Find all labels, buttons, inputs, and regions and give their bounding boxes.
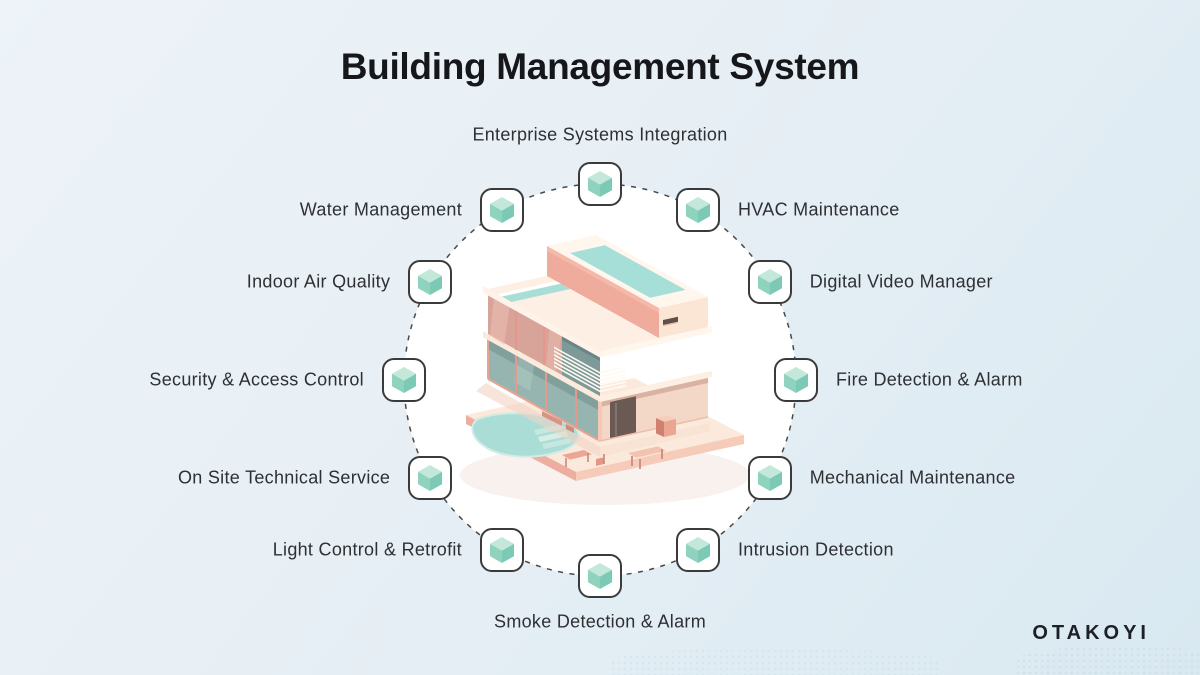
label-light-control-retrofit: Light Control & Retrofit [272, 539, 462, 560]
badge-enterprise-systems-integration [578, 162, 622, 206]
badge-smoke-detection-alarm [578, 554, 622, 598]
halftone-dots-decoration [1015, 646, 1200, 675]
cube-icon [490, 197, 514, 224]
badge-hvac-maintenance [676, 188, 720, 233]
label-water-management: Water Management [299, 199, 462, 220]
label-intrusion-detection: Intrusion Detection [738, 539, 894, 560]
badge-security-access-control [382, 358, 426, 402]
badge-on-site-technical-service [408, 456, 453, 500]
badge-mechanical-maintenance [747, 456, 792, 500]
label-security-access-control: Security & Access Control [149, 369, 364, 390]
halftone-dots-decoration [610, 648, 940, 675]
cube-icon [490, 536, 514, 563]
label-enterprise-systems-integration: Enterprise Systems Integration [472, 124, 728, 145]
cube-icon [757, 269, 782, 295]
badge-water-management [480, 188, 524, 233]
page-title: Building Management System [340, 46, 860, 87]
isometric-house-illustration [460, 235, 750, 505]
brand-logo: OTAKOYI [1032, 622, 1150, 644]
label-on-site-technical-service: On Site Technical Service [177, 467, 391, 488]
cube-icon [757, 465, 782, 491]
badge-fire-detection-alarm [774, 358, 818, 402]
badge-intrusion-detection [676, 527, 720, 572]
label-digital-video-manager: Digital Video Manager [809, 271, 993, 292]
cube-icon [418, 269, 443, 295]
badge-indoor-air-quality [408, 260, 453, 304]
label-hvac-maintenance: HVAC Maintenance [738, 199, 900, 220]
cube-icon [686, 197, 710, 224]
label-mechanical-maintenance: Mechanical Maintenance [809, 467, 1016, 488]
cube-icon [588, 171, 612, 197]
badge-digital-video-manager [747, 260, 792, 304]
cube-icon [418, 465, 443, 491]
cube-icon [686, 536, 710, 563]
label-smoke-detection-alarm: Smoke Detection & Alarm [494, 611, 706, 632]
cube-icon [588, 563, 612, 589]
badge-light-control-retrofit [480, 527, 524, 572]
cube-icon [784, 367, 808, 393]
label-indoor-air-quality: Indoor Air Quality [246, 271, 391, 292]
cube-icon [392, 367, 416, 393]
label-fire-detection-alarm: Fire Detection & Alarm [836, 369, 1023, 390]
